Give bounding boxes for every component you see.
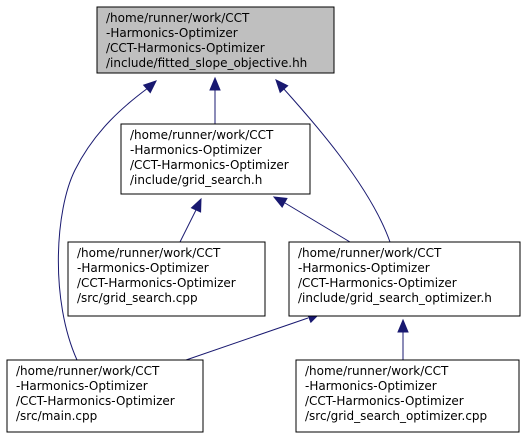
node-label-line: /home/runner/work/CCT	[130, 128, 274, 142]
edge-grid_search_optimizer_h-to-grid_search_h	[272, 196, 351, 243]
nodes-layer: /home/runner/work/CCT-Harmonics-Optimize…	[6, 6, 521, 433]
node-label-line: /include/grid_search.h	[130, 173, 262, 187]
node-label-line: -Harmonics-Optimizer	[16, 379, 148, 393]
node-label-line: /CCT-Harmonics-Optimizer	[305, 394, 464, 408]
arrowhead-icon	[275, 79, 289, 94]
node-box[interactable]	[96, 6, 335, 74]
node-grid_search_optimizer_h[interactable]: /home/runner/work/CCT-Harmonics-Optimize…	[288, 241, 521, 317]
arrowhead-icon	[190, 197, 202, 213]
node-fitted_slope_objective[interactable]: /home/runner/work/CCT-Harmonics-Optimize…	[96, 6, 335, 74]
node-label-line: -Harmonics-Optimizer	[305, 379, 437, 393]
node-box[interactable]	[67, 241, 266, 317]
node-label-line: /include/fitted_slope_objective.hh	[106, 56, 307, 70]
node-grid_search_cpp[interactable]: /home/runner/work/CCT-Harmonics-Optimize…	[67, 241, 266, 317]
node-label-line: -Harmonics-Optimizer	[130, 143, 262, 157]
edge-line	[179, 209, 197, 243]
node-label-line: /CCT-Harmonics-Optimizer	[298, 276, 457, 290]
node-label-line: -Harmonics-Optimizer	[77, 261, 209, 275]
arrowhead-icon	[142, 80, 157, 94]
arrowhead-icon	[209, 76, 221, 91]
node-label-line: /CCT-Harmonics-Optimizer	[16, 394, 175, 408]
edge-grid_search_optimizer_cpp-to-grid_search_optimizer_h	[397, 318, 409, 360]
node-label-line: /CCT-Harmonics-Optimizer	[130, 158, 289, 172]
arrowhead-icon	[397, 318, 409, 333]
edge-line	[185, 317, 309, 361]
edge-grid_search_h-to-fitted_slope_objective	[209, 76, 221, 124]
node-label-line: /home/runner/work/CCT	[106, 11, 250, 25]
node-label-line: -Harmonics-Optimizer	[106, 26, 238, 40]
node-label-line: /home/runner/work/CCT	[298, 246, 442, 260]
edge-line	[282, 87, 391, 243]
node-label-line: /home/runner/work/CCT	[305, 364, 449, 378]
edges-layer	[57, 76, 409, 361]
node-grid_search_h[interactable]: /home/runner/work/CCT-Harmonics-Optimize…	[120, 123, 311, 195]
node-box[interactable]	[6, 359, 204, 433]
edge-line	[57, 87, 149, 361]
node-label-line: /home/runner/work/CCT	[16, 364, 160, 378]
edge-line	[284, 202, 351, 243]
node-box[interactable]	[295, 359, 520, 433]
node-box[interactable]	[120, 123, 311, 195]
edge-grid_search_optimizer_h-to-fitted_slope_objective	[275, 79, 391, 243]
node-label-line: /src/grid_search_optimizer.cpp	[305, 409, 487, 423]
node-label-line: /CCT-Harmonics-Optimizer	[77, 276, 236, 290]
edge-main_cpp-to-grid_search_optimizer_h	[185, 312, 322, 361]
node-box[interactable]	[288, 241, 521, 317]
node-main_cpp[interactable]: /home/runner/work/CCT-Harmonics-Optimize…	[6, 359, 204, 433]
node-label-line: /home/runner/work/CCT	[77, 246, 221, 260]
node-label-line: /include/grid_search_optimizer.h	[298, 291, 492, 305]
edge-main_cpp-to-fitted_slope_objective	[57, 80, 157, 361]
node-label-line: -Harmonics-Optimizer	[298, 261, 430, 275]
node-label-line: /src/grid_search.cpp	[77, 291, 198, 305]
node-grid_search_optimizer_cpp[interactable]: /home/runner/work/CCT-Harmonics-Optimize…	[295, 359, 520, 433]
node-label-line: /src/main.cpp	[16, 409, 97, 423]
edge-grid_search_cpp-to-grid_search_h	[179, 197, 202, 243]
arrowhead-icon	[272, 196, 288, 209]
node-label-line: /CCT-Harmonics-Optimizer	[106, 41, 265, 55]
